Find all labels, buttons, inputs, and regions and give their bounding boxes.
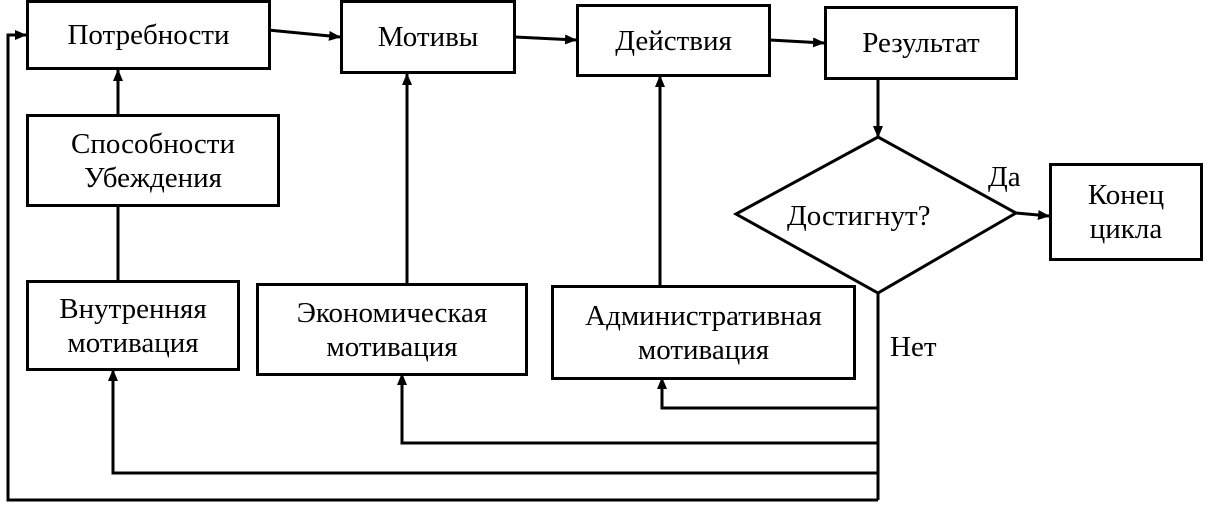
decision-diamond [732, 135, 1020, 295]
internal-motivation-box: Внутренняя мотивация [26, 280, 240, 371]
feedback-to-internal [108, 369, 878, 475]
decision-label: Достигнут? [787, 200, 931, 232]
result-box: Результат [824, 6, 1018, 80]
economic-line2: мотивация [326, 330, 458, 363]
end-line2: цикла [1089, 213, 1163, 245]
arrow-actions-to-result [769, 37, 825, 48]
economic-line1: Экономическая [296, 296, 488, 329]
economic-motivation-box: Экономическая мотивация [256, 283, 528, 376]
result-label: Результат [862, 27, 980, 59]
end-line1: Конец [1087, 179, 1165, 211]
actions-label: Действия [615, 24, 732, 57]
needs-label: Потребности [67, 19, 230, 51]
motives-label: Мотивы [377, 21, 479, 53]
feedback-to-needs [6, 30, 878, 502]
internal-line2: мотивация [67, 326, 199, 359]
abilities-line2: Убеждения [84, 161, 222, 194]
yes-label: Да [988, 161, 1021, 193]
feedback-to-administrative [657, 377, 878, 410]
administrative-line2: мотивация [637, 333, 770, 366]
administrative-line1: Административная [585, 299, 822, 332]
abilities-line1: Способности [70, 127, 236, 160]
end-cycle-box: Конец цикла [1049, 163, 1203, 261]
needs-box: Потребности [26, 0, 271, 70]
no-label: Нет [890, 331, 937, 363]
arrow-motives-to-actions [514, 34, 577, 45]
arrow-yes-to-end [1015, 210, 1050, 220]
arrow-needs-to-motives [267, 28, 341, 41]
internal-line1: Внутренняя [59, 292, 207, 325]
administrative-motivation-box: Административная мотивация [551, 285, 856, 380]
feedback-to-economic [397, 373, 878, 445]
abilities-box: Способности Убеждения [26, 114, 280, 207]
motives-box: Мотивы [340, 0, 516, 74]
actions-box: Действия [576, 4, 771, 77]
